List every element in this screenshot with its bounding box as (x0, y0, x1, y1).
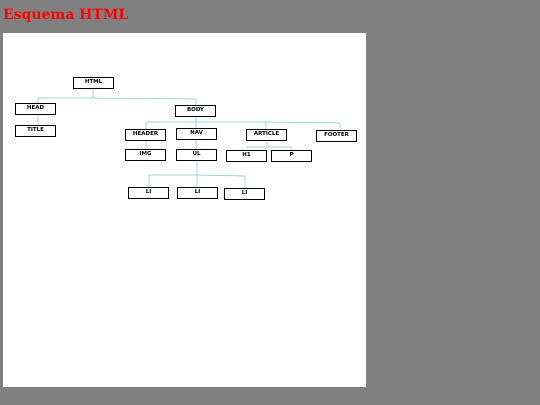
page-title: Esquema HTML (3, 7, 129, 23)
connector-article-h1 (246, 142, 268, 149)
node-html: HTML (73, 77, 114, 89)
node-article: ARTICLE (246, 129, 287, 141)
connector-body-header (145, 117, 197, 129)
node-li-1: LI (128, 187, 169, 199)
node-head: HEAD (15, 103, 56, 115)
connector-html-body (92, 97, 197, 105)
tree-connectors (37, 89, 341, 188)
connector-ul-li1 (148, 161, 198, 187)
node-p: P (271, 150, 312, 162)
node-nav: NAV (176, 128, 217, 140)
node-body: BODY (175, 105, 216, 117)
connector-html-head (37, 89, 94, 103)
node-h1: H1 (226, 150, 267, 162)
node-img: IMG (125, 149, 166, 161)
node-ul: UL (176, 149, 217, 161)
connector-body-footer (265, 121, 341, 128)
connector-article-p (267, 146, 292, 150)
diagram-canvas: HTML HEAD TITLE BODY HEADER IMG NAV UL L… (3, 33, 366, 387)
node-li-2: LI (177, 187, 218, 199)
node-footer: FOOTER (316, 130, 357, 142)
connector-ul-li3 (196, 174, 246, 188)
node-li-3: LI (224, 188, 265, 200)
node-title: TITLE (15, 125, 56, 137)
node-header: HEADER (125, 129, 166, 141)
